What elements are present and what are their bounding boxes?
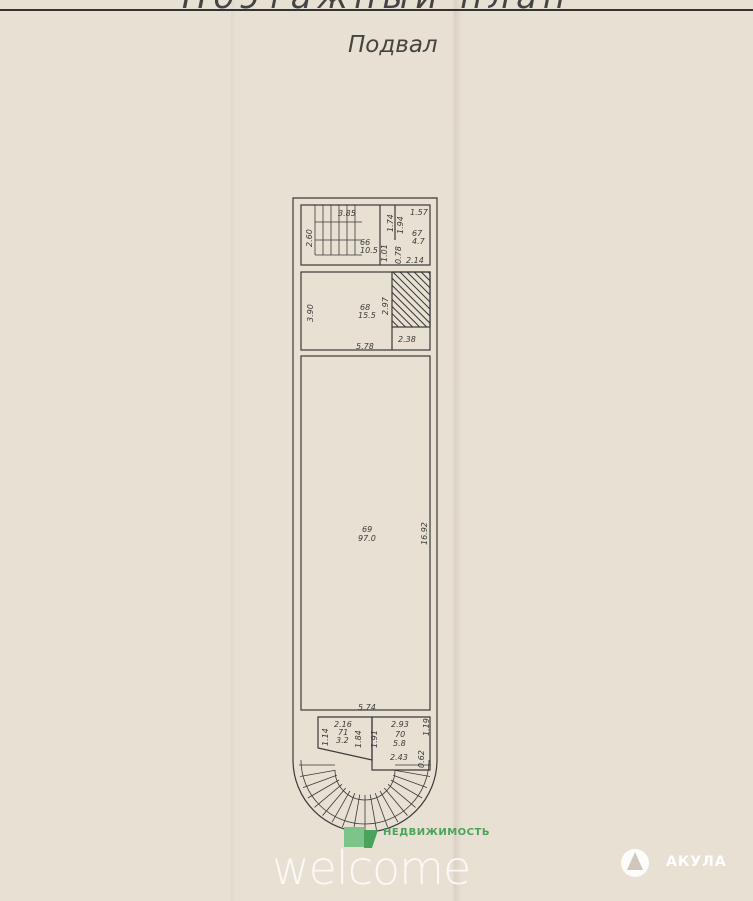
dim: 2.97: [381, 296, 390, 315]
dim: 0.62: [417, 750, 426, 768]
dim: 3.90: [306, 304, 315, 322]
room-number: 67: [412, 229, 423, 238]
room-area: 3.2: [336, 736, 349, 745]
hatched-shaft: [391, 271, 431, 328]
akula-shark-icon: [621, 849, 649, 877]
room-number: 68: [360, 303, 370, 312]
spiral-stair: [299, 760, 431, 831]
room-area: 10.5: [360, 246, 378, 255]
dim: 2.38: [398, 335, 416, 344]
dim: 2.43: [390, 753, 408, 762]
dim: 1.84: [354, 730, 363, 748]
watermark-akula: АКУЛА: [666, 854, 727, 870]
dim: 5.78: [356, 342, 374, 351]
dim: 2.16: [334, 720, 352, 729]
dim: 1.74: [386, 214, 395, 232]
welcome-logo-mark: [344, 827, 378, 848]
dim: 1.57: [410, 208, 429, 217]
room-area: 4.7: [412, 237, 426, 246]
dim: 16.92: [420, 522, 429, 545]
room-66-stair: [300, 204, 431, 266]
room-69-main: [300, 355, 431, 711]
plan-title: Поэтажный план: [0, 0, 753, 16]
room-area: 5.8: [393, 739, 406, 748]
room-number: 66: [360, 238, 370, 247]
stair-treads: [314, 205, 362, 256]
dim: 1.91: [370, 730, 379, 748]
dim: 3.85: [338, 209, 356, 218]
dim: 5.74: [358, 703, 376, 712]
dim: 1.01: [380, 244, 389, 262]
room-number: 71: [338, 728, 348, 737]
dim: 2.93: [391, 720, 409, 729]
room-area: 15.5: [358, 311, 376, 320]
room-area: 97.0: [358, 534, 376, 543]
room-70: [371, 716, 431, 771]
room-number: 70: [395, 730, 405, 739]
watermark-tag: НЕДВИЖИМОСТЬ: [383, 827, 490, 838]
dim: 1.19: [422, 718, 431, 736]
dim: 1.94: [396, 216, 405, 234]
dim: 2.14: [406, 256, 424, 265]
floor-label: Подвал: [348, 32, 438, 58]
watermark-welcome: welcome: [272, 841, 471, 895]
dim: 1.14: [321, 728, 330, 746]
room-number: 69: [362, 525, 372, 534]
dim: 0.78: [394, 246, 403, 264]
dim: 2.60: [305, 229, 314, 247]
